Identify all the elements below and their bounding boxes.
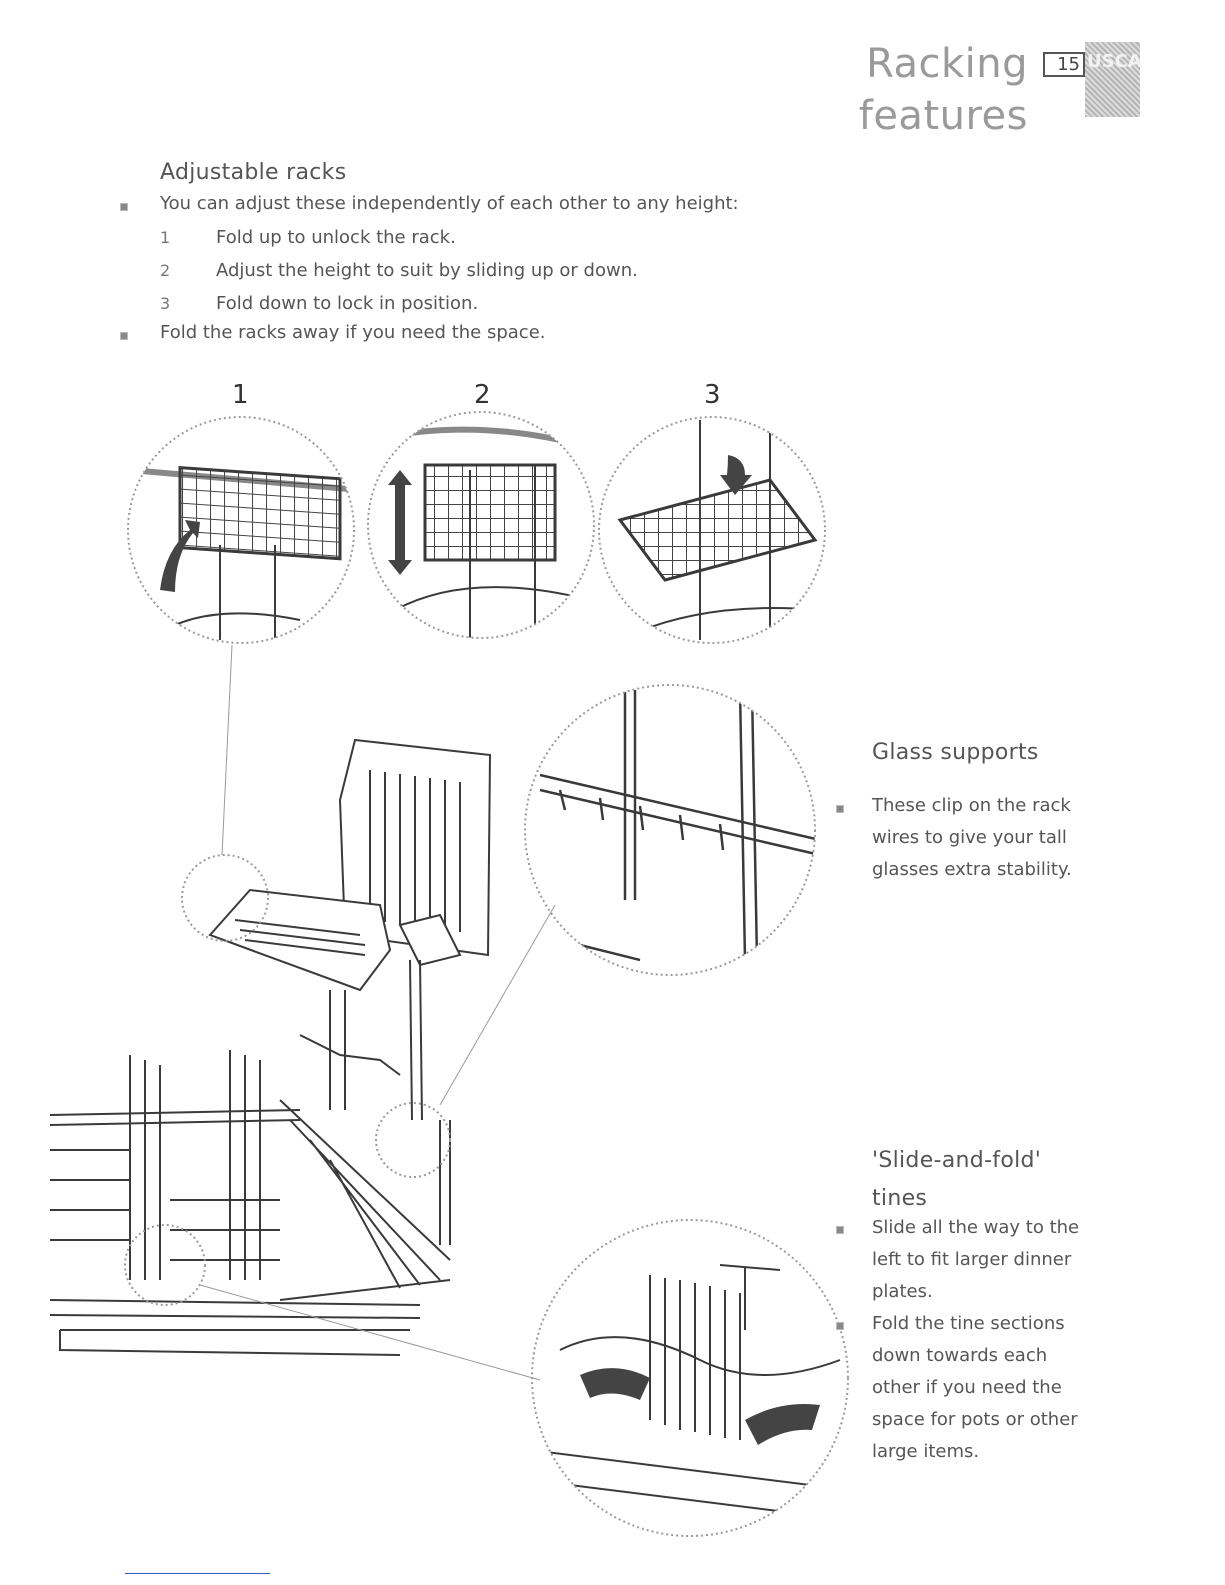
step-number: 1 [160,228,171,247]
bullet-icon [120,203,128,211]
glass-supports-text-line: These clip on the rack [872,795,1071,816]
glass-supports-heading: Glass supports [872,740,1039,765]
bullet-icon [836,1226,844,1234]
detail-circle-glass-supports [524,684,816,976]
slide-fold-heading: tines [872,1186,928,1211]
slide-fold-text-line: large items. [872,1441,980,1462]
glass-supports-text-line: glasses extra stability. [872,859,1072,880]
leader-lines [199,644,556,1381]
slide-fold-text-line: left to fit larger dinner [872,1249,1072,1270]
figure-label-2: 2 [474,380,491,410]
page-title: Racking features [858,41,1028,139]
main-rack-drawing [49,738,492,1356]
step-number: 2 [160,261,171,280]
slide-fold-text-line: space for pots or other [872,1409,1078,1430]
figure-label-3: 3 [704,380,721,410]
slide-fold-text-line: plates. [872,1281,933,1302]
detail-circle-slide [367,411,595,639]
adjustable-racks-bullet: Fold the racks away if you need the spac… [160,322,546,343]
detail-circle-fold-up [127,416,355,644]
slide-fold-text-line: Slide all the way to the [872,1217,1080,1238]
figure-label-1: 1 [232,380,249,410]
bullet-icon [836,805,844,813]
detail-circle-slide-fold [531,1219,849,1537]
adjustable-racks-heading: Adjustable racks [160,160,347,185]
step-text: Fold down to lock in position. [216,293,479,314]
page-number: 15 [1043,52,1085,77]
region-tab: USCA [1085,42,1142,117]
step-text: Fold up to unlock the rack. [216,227,456,248]
slide-fold-text-line: down towards each [872,1345,1048,1366]
slide-fold-heading: 'Slide-and-fold' [872,1148,1042,1173]
step-number: 3 [160,294,171,313]
footer-rule [125,1573,270,1574]
slide-fold-text-line: Fold the tine sections [872,1313,1065,1334]
glass-supports-text-line: wires to give your tall [872,827,1067,848]
adjustable-racks-intro: You can adjust these independently of ea… [160,193,739,214]
detail-circle-fold-down [598,416,826,644]
bullet-icon [120,332,128,340]
step-text: Adjust the height to suit by sliding up … [216,260,638,281]
slide-fold-text-line: other if you need the [872,1377,1062,1398]
bullet-icon [836,1322,844,1330]
